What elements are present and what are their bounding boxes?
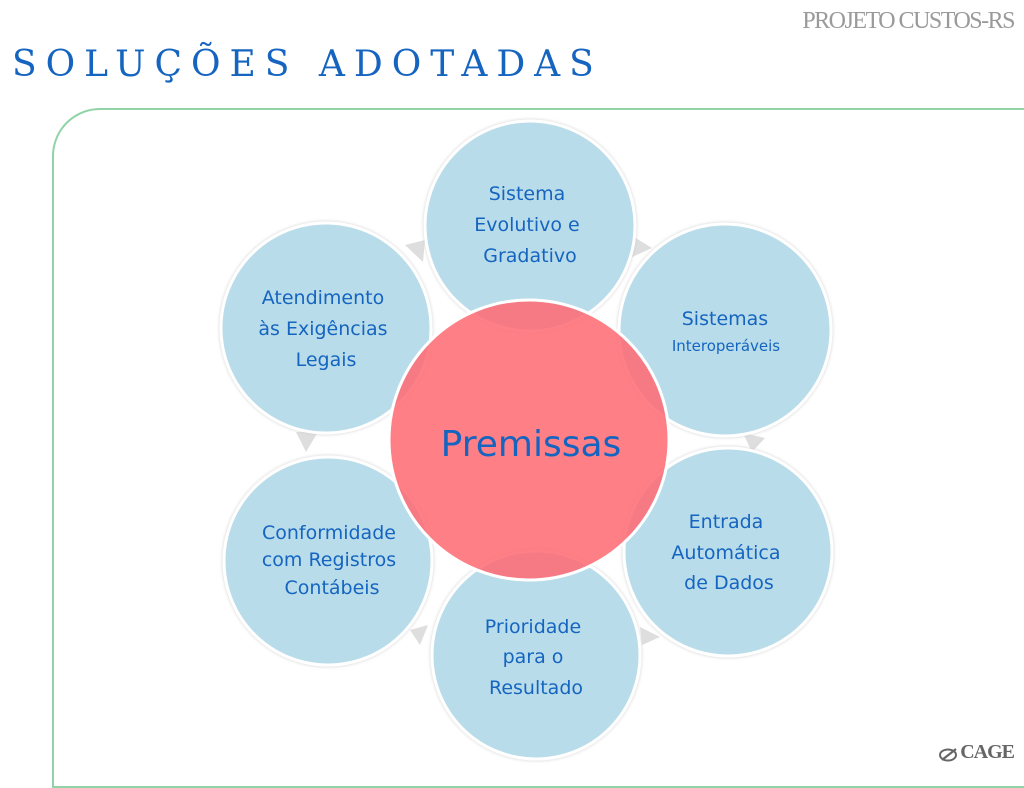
logo-text: CAGE xyxy=(960,741,1015,763)
petal-label-line: às Exigências xyxy=(258,318,387,340)
petal-label-sistema-evolutivo: Sistema Evolutivo e Gradativo xyxy=(474,183,586,267)
petal-circle xyxy=(622,446,834,658)
connector-arrow xyxy=(640,627,660,645)
petal-label-line: Prioridade xyxy=(485,616,581,638)
petal-label-line: Interoperáveis xyxy=(672,337,780,355)
center-label: Premissas xyxy=(441,424,622,465)
petal-label-line: Automática xyxy=(671,542,780,564)
petal-label-line: Sistema xyxy=(489,183,566,205)
petal-label-line: Resultado xyxy=(489,677,583,699)
petal-label-prioridade-resultado: Prioridade para o Resultado xyxy=(485,616,587,699)
petal-label-line: com Registros xyxy=(262,549,396,571)
petal-circle xyxy=(617,222,833,438)
connector-arrow xyxy=(743,433,765,452)
cage-emblem-icon xyxy=(938,745,960,761)
petal-label-line: Gradativo xyxy=(483,245,576,267)
petal-label-line: para o xyxy=(503,646,564,668)
slide-title: SOLUÇÕES ADOTADAS xyxy=(12,44,603,85)
petal-label-line: Conformidade xyxy=(262,522,396,544)
connector-arrows xyxy=(296,237,765,645)
petal-label-line: Contábeis xyxy=(285,577,380,599)
project-label: PROJETO CUSTOS-RS xyxy=(802,8,1015,34)
petal-circle xyxy=(222,455,434,667)
premissas-diagram: Premissas Sistema Evolutivo e Gradativo … xyxy=(219,119,834,761)
petal-label-line: Atendimento xyxy=(262,287,385,309)
petal-label-atendimento: Atendimento às Exigências Legais xyxy=(258,287,393,371)
petal-label-line: Evolutivo e xyxy=(474,214,580,236)
connector-arrow xyxy=(410,625,428,645)
petal-label-line: Legais xyxy=(296,349,357,371)
petal-label-line: de Dados xyxy=(684,572,774,594)
center-circle xyxy=(387,298,671,582)
petal-label-conformidade: Conformidade com Registros Contábeis xyxy=(262,522,402,599)
connector-arrow xyxy=(296,432,318,452)
petal-circle xyxy=(219,221,433,435)
petal-label-sistemas-interoperaveis: Sistemas Interoperáveis xyxy=(672,308,780,355)
connector-arrow xyxy=(630,237,652,258)
connector-arrow xyxy=(405,240,425,262)
cage-logo: CAGE xyxy=(938,741,1015,764)
petal-label-line: Sistemas xyxy=(682,308,768,330)
petal-label-line: Entrada xyxy=(689,511,764,533)
petal-label-entrada-automatica: Entrada Automática de Dados xyxy=(671,511,786,594)
